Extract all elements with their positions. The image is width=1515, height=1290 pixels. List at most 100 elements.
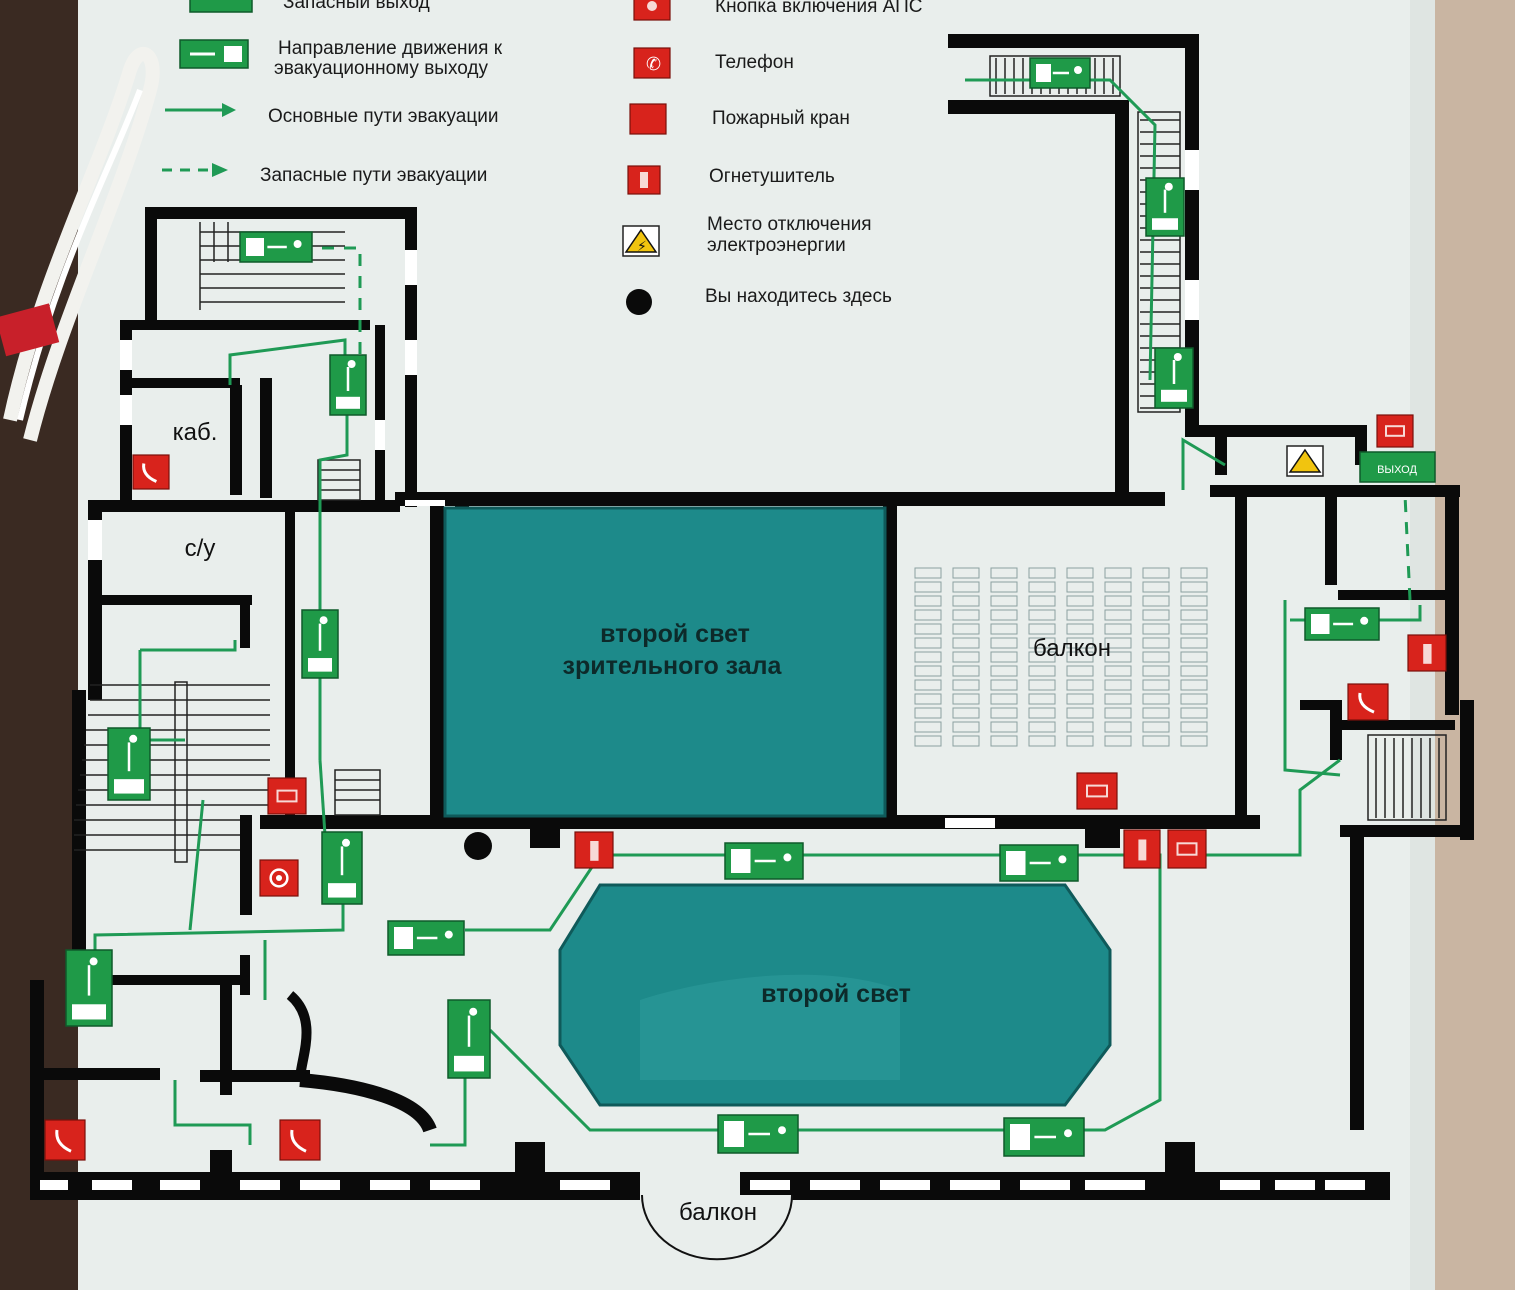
fire-hydrant-icon <box>267 777 307 815</box>
balcony-seat <box>1028 623 1056 635</box>
balcony-seat <box>990 679 1018 691</box>
exit-direction-sign <box>447 999 491 1079</box>
balcony-seat <box>1142 567 1170 579</box>
fire-alarm-button-icon <box>259 859 299 897</box>
balcony-seat <box>1104 721 1132 733</box>
balcony-seat <box>1104 609 1132 621</box>
balcony-seat <box>1142 707 1170 719</box>
balcony-seat <box>914 665 942 677</box>
balcony-seat <box>914 567 942 579</box>
legend-label-exit-direction-2: эвакуационному выходу <box>274 58 488 79</box>
legend-label-spare-routes: Запасные пути эвакуации <box>260 165 487 186</box>
balcony-seat <box>952 707 980 719</box>
balcony-seat <box>952 721 980 733</box>
balcony-seat <box>1104 651 1132 663</box>
balcony-seat <box>952 609 980 621</box>
balcony-seat <box>1142 623 1170 635</box>
phone-icon <box>279 1119 321 1161</box>
legend: Запасный выход Кнопка включения АПС Напр… <box>162 0 923 315</box>
balcony-seat <box>1142 637 1170 649</box>
balcony-seat <box>1104 623 1132 635</box>
balcony-seat <box>1180 651 1208 663</box>
legend-label-hydrant: Пожарный кран <box>712 108 850 129</box>
exit-direction-sign <box>1154 347 1194 409</box>
outer-balcony-label: балкон <box>679 1199 757 1226</box>
balcony-seat <box>1142 651 1170 663</box>
balcony-seat <box>1028 581 1056 593</box>
exit-direction-sign <box>1003 1117 1085 1157</box>
balcony-seat <box>952 651 980 663</box>
balcony-seat <box>1142 595 1170 607</box>
balcony-seat <box>952 567 980 579</box>
balcony-seat <box>1028 665 1056 677</box>
balcony-seat <box>1066 581 1094 593</box>
balcony-seat <box>1028 595 1056 607</box>
balcony-inner-label: балкон <box>1033 635 1111 662</box>
balcony-seat <box>990 637 1018 649</box>
balcony-seat <box>914 651 942 663</box>
legend-label-power-off-1: Место отключения <box>707 214 872 235</box>
balcony-seat <box>1066 665 1094 677</box>
balcony-seat <box>990 609 1018 621</box>
phone-icon <box>132 454 170 490</box>
evacuation-routes <box>93 78 1422 1147</box>
legend-label-main-routes: Основные пути эвакуации <box>268 106 498 127</box>
svg-text:⚡: ⚡ <box>637 238 647 254</box>
balcony-seat <box>914 581 942 593</box>
balcony-seat <box>1180 707 1208 719</box>
balcony-seat <box>1028 735 1056 747</box>
balcony-seat <box>914 721 942 733</box>
balcony-seat <box>1028 637 1056 649</box>
balcony-seat <box>914 609 942 621</box>
legend-label-power-off-2: электроэнергии <box>707 235 846 256</box>
balcony-seat <box>1066 651 1094 663</box>
phone-icon <box>1347 683 1389 721</box>
fire-hydrant-icon <box>629 103 667 135</box>
balcony-seat <box>1180 721 1208 733</box>
balcony-seat <box>1104 679 1132 691</box>
exit-direction-sign <box>107 727 151 801</box>
balcony-seat <box>1180 665 1208 677</box>
balcony-seat <box>990 721 1018 733</box>
exit-direction-sign <box>329 354 367 416</box>
balcony-seat <box>1180 581 1208 593</box>
balcony-seat <box>952 679 980 691</box>
balcony-seat <box>990 567 1018 579</box>
balcony-seat <box>1180 679 1208 691</box>
balcony-seat <box>1180 735 1208 747</box>
balcony-seat <box>1104 735 1132 747</box>
balcony-seat <box>1180 693 1208 705</box>
balcony-seat <box>1180 637 1208 649</box>
balcony-seat <box>990 581 1018 593</box>
exit-direction-signs <box>65 57 1380 1157</box>
balcony-seat <box>1066 679 1094 691</box>
balcony-seats <box>914 567 1208 747</box>
exit-direction-sign <box>65 949 113 1027</box>
cable-decoration <box>0 47 160 442</box>
auditorium-second-light: второй свет зрительного зала <box>443 506 887 818</box>
balcony-seat <box>1142 581 1170 593</box>
legend-label-you-are-here: Вы находитесь здесь <box>705 286 892 307</box>
fire-extinguisher-icon <box>1123 829 1161 869</box>
legend-label-exit-direction-1: Направление движения к <box>278 38 503 59</box>
balcony-seat <box>914 735 942 747</box>
balcony-seat <box>1066 567 1094 579</box>
balcony-seat <box>990 665 1018 677</box>
balcony-seat <box>1142 693 1170 705</box>
balcony-seat <box>952 637 980 649</box>
balcony-seat <box>1066 595 1094 607</box>
balcony-seat <box>1028 651 1056 663</box>
balcony-seat <box>1066 693 1094 705</box>
wc-label: с/у <box>185 535 216 562</box>
auditorium-label-line2: зрительного зала <box>563 652 783 680</box>
balcony-seat <box>1066 707 1094 719</box>
exit-direction-sign <box>387 920 465 956</box>
balcony-seat <box>1028 567 1056 579</box>
balcony-seat <box>1066 735 1094 747</box>
balcony-seat <box>990 693 1018 705</box>
legend-label-extinguisher: Огнетушитель <box>709 166 835 187</box>
balcony-seat <box>1142 721 1170 733</box>
fire-hydrant-icon <box>1376 414 1414 448</box>
balcony-seat <box>914 595 942 607</box>
fire-extinguisher-icon <box>1407 634 1447 672</box>
